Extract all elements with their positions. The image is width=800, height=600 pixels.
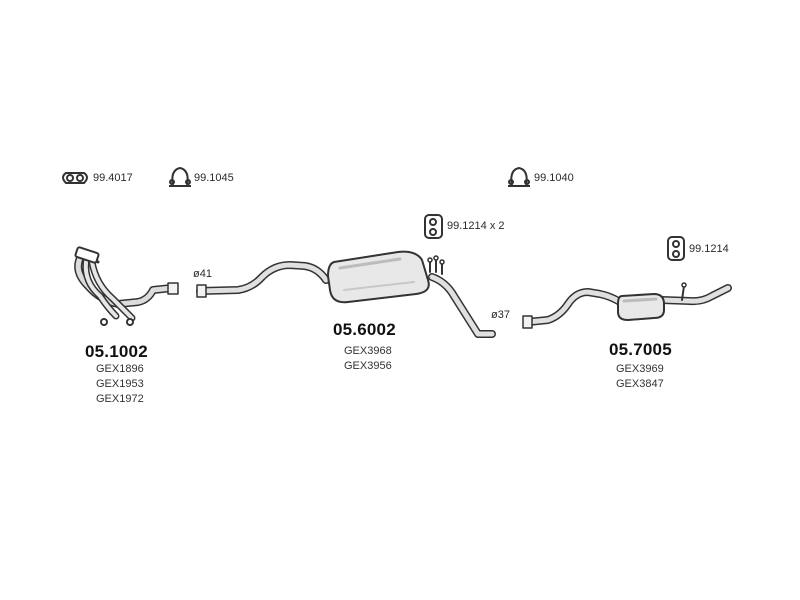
oe-reference: GEX3969 [616, 363, 664, 375]
middle-silencer-part [196, 250, 496, 338]
oe-reference: GEX1896 [96, 363, 144, 375]
rubber-hanger-icon [424, 214, 443, 239]
oe-reference: GEX1953 [96, 378, 144, 390]
part-number-middle-silencer: 05.6002 [333, 320, 396, 339]
accessory-code-clamp-front: 99.1045 [194, 172, 234, 184]
oe-reference: GEX3956 [344, 360, 392, 372]
rubber-hanger-icon [667, 236, 685, 261]
flange-gasket-icon [62, 172, 88, 184]
oe-reference-list: GEX3969 GEX3847 [616, 362, 664, 392]
part-number-front-pipe: 05.1002 [85, 342, 148, 361]
accessory-code-flange-gasket: 99.4017 [93, 172, 133, 184]
oe-reference-list: GEX1896 GEX1953 GEX1972 [96, 362, 144, 407]
accessory-code-hanger-middle: 99.1214 x 2 [447, 220, 505, 232]
pipe-clamp-icon [169, 166, 191, 187]
rear-silencer-part [522, 282, 732, 329]
pipe-diameter-label: ø41 [193, 268, 212, 280]
pipe-diameter-label: ø37 [491, 309, 510, 321]
oe-reference-list: GEX3968 GEX3956 [344, 344, 392, 374]
oe-reference: GEX3847 [616, 378, 664, 390]
oe-reference: GEX1972 [96, 393, 144, 405]
front-pipe-part [74, 246, 179, 326]
pipe-clamp-icon [508, 166, 530, 187]
accessory-code-hanger-rear: 99.1214 [689, 243, 729, 255]
accessory-code-clamp-rear: 99.1040 [534, 172, 574, 184]
part-number-rear-silencer: 05.7005 [609, 340, 672, 359]
oe-reference: GEX3968 [344, 345, 392, 357]
